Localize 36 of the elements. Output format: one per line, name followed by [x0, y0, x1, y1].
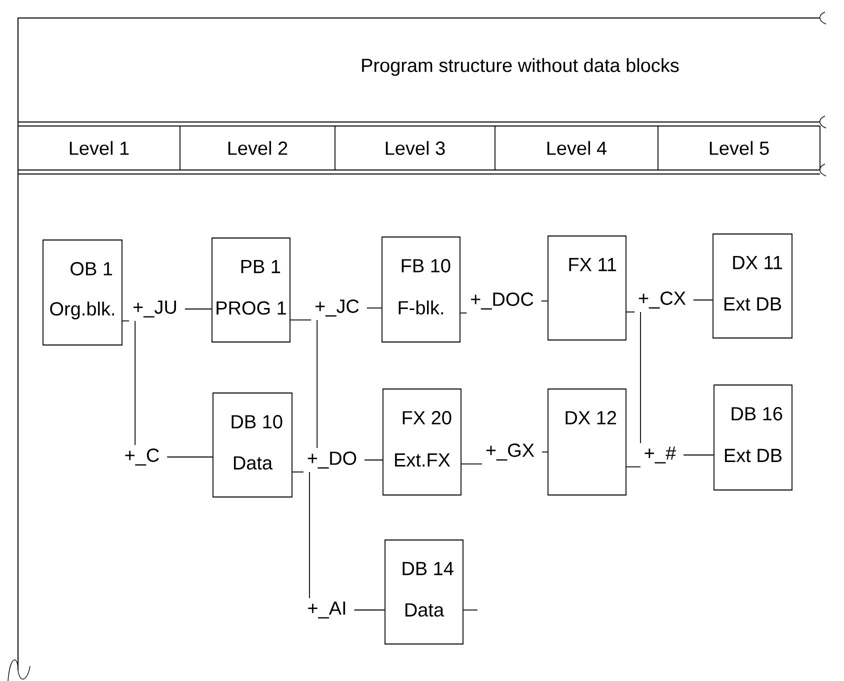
block-box: DB 10 Data	[212, 392, 292, 498]
block-box: OB 1 Org.blk.	[42, 240, 122, 346]
connector-line	[122, 320, 130, 322]
level-cell: Level 3	[386, 141, 445, 155]
level-cell: Level 2	[228, 141, 288, 155]
operation-label: +_C	[125, 448, 159, 466]
operation-label: +_JC	[315, 299, 359, 317]
operation-label: +_JU	[133, 300, 176, 318]
connector-line	[166, 456, 213, 458]
block-box: PB 1 PROG 1	[212, 238, 290, 342]
operation-label: +_AI	[308, 602, 346, 618]
block-box: FB 10 F-blk.	[382, 236, 460, 342]
block-box: DB 14 Data	[384, 540, 464, 644]
operation-label: +_#	[644, 446, 676, 464]
level-cell: Level 4	[547, 141, 607, 155]
operation-label: +_DOC	[471, 292, 534, 310]
connector-line	[540, 300, 548, 302]
connector-line	[309, 472, 310, 599]
block-box: FX 20 Ext.FX	[382, 388, 462, 496]
title: Program structure without data blocks	[362, 58, 679, 76]
block-box: DX 12	[548, 388, 626, 496]
connector-line	[184, 308, 212, 310]
connector-line	[134, 320, 136, 446]
block-box: DX 11 Ext DB	[712, 234, 792, 338]
level-cell: Level 5	[710, 141, 769, 155]
operation-label: +_CX	[638, 291, 686, 309]
block-box: FX 11	[548, 236, 626, 340]
operation-label: +_DO	[308, 451, 356, 469]
connector-line	[683, 454, 714, 456]
block-box: DB 16 Ext DB	[714, 384, 792, 490]
operation-label: +_GX	[486, 443, 534, 461]
connector-line	[640, 312, 641, 444]
level-cell: Level 1	[70, 141, 129, 155]
connector-line	[316, 320, 318, 448]
connector-line	[626, 466, 641, 468]
connector-line	[460, 312, 468, 314]
